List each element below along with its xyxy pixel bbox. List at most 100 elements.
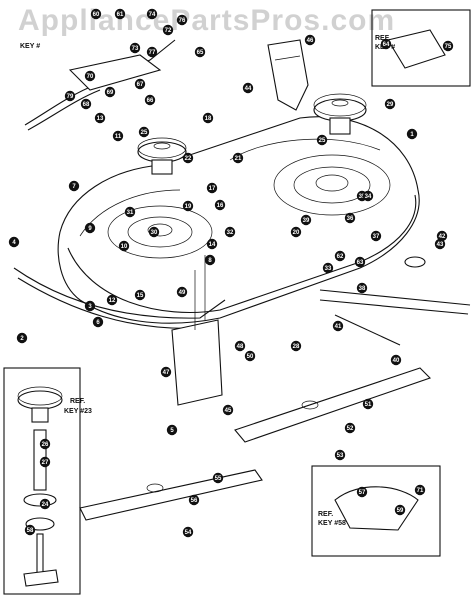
callout-13: 13 bbox=[94, 112, 106, 124]
callout-bubble bbox=[194, 46, 206, 58]
callout-number: 40 bbox=[393, 358, 400, 364]
callout-number: 6 bbox=[96, 320, 100, 326]
callout-number: 4 bbox=[12, 240, 16, 246]
callout-number: 30 bbox=[151, 230, 158, 236]
callout-59: 59 bbox=[394, 504, 406, 516]
callout-bubble bbox=[214, 199, 226, 211]
callout-57: 57 bbox=[356, 486, 368, 498]
callout-bubble bbox=[92, 316, 104, 328]
callout-number: 73 bbox=[132, 46, 139, 52]
callout-number: 65 bbox=[197, 50, 204, 56]
top-right-inset bbox=[371, 9, 471, 87]
callout-bubble bbox=[322, 262, 334, 274]
callout-18: 18 bbox=[202, 112, 214, 124]
callout-53: 53 bbox=[334, 449, 346, 461]
callout-bubble bbox=[106, 294, 118, 306]
callout-bubble bbox=[300, 214, 312, 226]
callout-31: 31 bbox=[124, 206, 136, 218]
callout-37: 37 bbox=[370, 230, 382, 242]
callout-bubble bbox=[202, 112, 214, 124]
callout-47: 47 bbox=[160, 366, 172, 378]
callout-34: 34 bbox=[362, 190, 374, 202]
callout-bubble bbox=[68, 180, 80, 192]
callout-52: 52 bbox=[344, 422, 356, 434]
callout-bubble bbox=[362, 398, 374, 410]
idler-bracket bbox=[267, 39, 309, 111]
callout-number: 68 bbox=[83, 102, 90, 108]
callout-bubble bbox=[94, 112, 106, 124]
callout-number: 49 bbox=[179, 290, 186, 296]
ref-key-top-left: KEY # bbox=[20, 43, 40, 50]
callout-45: 45 bbox=[222, 404, 234, 416]
callout-number: 34 bbox=[365, 194, 372, 200]
callout-bubble bbox=[144, 94, 156, 106]
callout-number: 55 bbox=[215, 476, 222, 482]
callout-bubble bbox=[434, 238, 446, 250]
callout-79: 79 bbox=[64, 90, 76, 102]
ref-top-right: REF. bbox=[375, 35, 390, 42]
callout-7: 7 bbox=[68, 180, 80, 192]
callout-number: 61 bbox=[117, 12, 124, 18]
callout-49: 49 bbox=[176, 286, 188, 298]
callout-bubble bbox=[234, 340, 246, 352]
callout-30: 30 bbox=[148, 226, 160, 238]
callout-bubble bbox=[406, 128, 418, 140]
callout-bubble bbox=[290, 226, 302, 238]
callout-bubble bbox=[134, 78, 146, 90]
callout-number: 63 bbox=[357, 260, 364, 266]
callout-bubble bbox=[436, 230, 448, 242]
ref-bottom-right: REF. bbox=[318, 511, 333, 518]
callout-28: 28 bbox=[290, 340, 302, 352]
callout-60: 60 bbox=[90, 8, 102, 20]
callout-bubble bbox=[146, 46, 158, 58]
callout-number: 25 bbox=[141, 130, 148, 136]
callout-20: 20 bbox=[290, 226, 302, 238]
callout-bubble bbox=[354, 256, 366, 268]
callout-number: 48 bbox=[237, 344, 244, 350]
callout-40: 40 bbox=[390, 354, 402, 366]
callout-bubble bbox=[16, 332, 28, 344]
callout-number: 41 bbox=[335, 324, 342, 330]
callout-bubble bbox=[356, 486, 368, 498]
callout-number: 28 bbox=[293, 344, 300, 350]
callout-43: 43 bbox=[434, 238, 446, 250]
callout-41: 41 bbox=[332, 320, 344, 332]
callout-1: 1 bbox=[406, 128, 418, 140]
callout-bubble bbox=[129, 42, 141, 54]
callout-bubble bbox=[24, 524, 36, 536]
callout-bubble bbox=[332, 320, 344, 332]
callout-29: 29 bbox=[384, 98, 396, 110]
callout-bubble bbox=[356, 282, 368, 294]
callout-number: 43 bbox=[437, 242, 444, 248]
callout-bubble bbox=[124, 206, 136, 218]
callout-number: 51 bbox=[365, 402, 372, 408]
callout-77: 77 bbox=[146, 46, 158, 58]
callout-bubble bbox=[242, 82, 254, 94]
callout-number: 32 bbox=[227, 230, 234, 236]
callout-number: 20 bbox=[293, 230, 300, 236]
callout-number: 17 bbox=[209, 186, 216, 192]
callout-number: 44 bbox=[245, 86, 252, 92]
callout-number: 18 bbox=[205, 116, 212, 122]
callout-number: 16 bbox=[217, 203, 224, 209]
callout-6: 6 bbox=[92, 316, 104, 328]
callout-75: 75 bbox=[442, 40, 454, 52]
callout-bubble bbox=[316, 134, 328, 146]
callout-76: 76 bbox=[176, 14, 188, 26]
callout-25: 25 bbox=[138, 126, 150, 138]
callout-number: 72 bbox=[165, 28, 172, 34]
callout-19: 19 bbox=[182, 200, 194, 212]
callout-number: 37 bbox=[373, 234, 380, 240]
callout-48: 48 bbox=[234, 340, 246, 352]
callout-number: 46 bbox=[307, 38, 314, 44]
callout-21: 21 bbox=[232, 152, 244, 164]
ref-key-bottom-right: KEY #58 bbox=[318, 520, 346, 527]
callout-12: 12 bbox=[106, 294, 118, 306]
callout-17: 17 bbox=[206, 182, 218, 194]
callout-number: 36 bbox=[347, 216, 354, 222]
callout-number: 38 bbox=[359, 286, 366, 292]
callout-16: 16 bbox=[214, 199, 226, 211]
callout-46: 46 bbox=[304, 34, 316, 46]
callout-number: 47 bbox=[163, 370, 170, 376]
